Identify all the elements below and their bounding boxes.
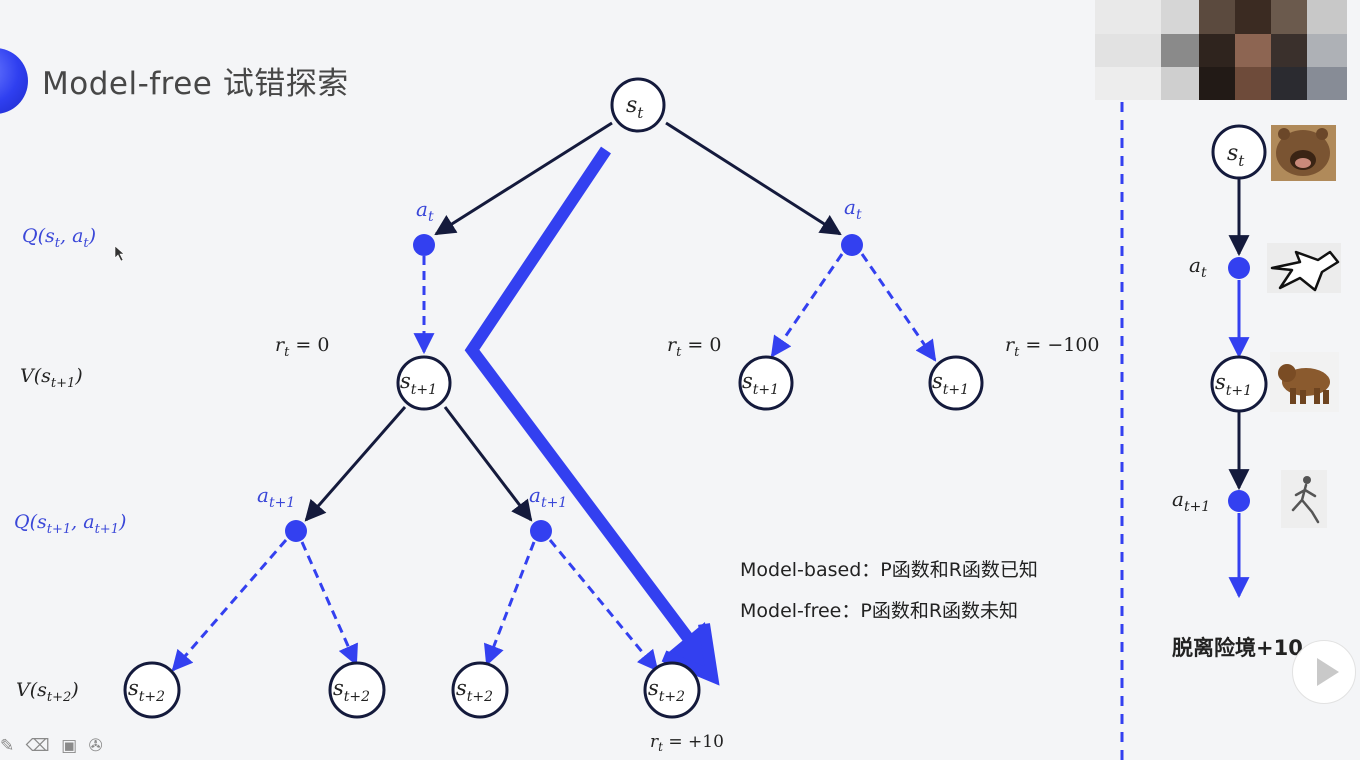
svg-text:V(st+2): V(st+2) bbox=[16, 679, 79, 705]
lbl-v1-close: ) bbox=[74, 365, 82, 387]
lbl-v2-open: V( bbox=[16, 679, 38, 701]
edge-a2right-leaf4 bbox=[548, 539, 659, 672]
lbl-v1-s: s bbox=[41, 365, 51, 387]
bear-walking-icon bbox=[1270, 352, 1339, 412]
edge-a2right-leaf3 bbox=[483, 541, 536, 666]
node-state-mid: st+1 bbox=[738, 355, 794, 411]
lbl-q1-s: s bbox=[45, 225, 55, 247]
side-node-state2: st+1 bbox=[1210, 355, 1268, 413]
side-action2-label: at+1 bbox=[1172, 487, 1210, 515]
node-leaf-1: st+2 bbox=[123, 661, 181, 719]
slide-title: Model-free 试错探索 bbox=[42, 66, 349, 102]
toolbar-icons[interactable]: ✎ ⌫ ▣ ✇ bbox=[0, 736, 106, 756]
lbl-q1-comma: , bbox=[60, 225, 72, 247]
label-v-st1: V(st+1) bbox=[20, 365, 83, 391]
lbl-q2-sub1: t+1 bbox=[47, 522, 71, 537]
bear-roaring-icon bbox=[1271, 125, 1336, 181]
lbl-q2-s: s bbox=[37, 511, 47, 533]
lbl-q1-close: ) bbox=[88, 225, 96, 247]
action2-left-label: at+1 bbox=[257, 483, 295, 511]
lbl-v1-open: V( bbox=[20, 365, 42, 387]
reward-right: rt = −100 bbox=[1005, 334, 1100, 360]
lbl-q1-sub1: t bbox=[55, 236, 61, 251]
action-dot-left bbox=[413, 234, 435, 256]
label-q-st1-at1: Q(st+1, at+1) bbox=[14, 511, 126, 537]
mouse-cursor-icon bbox=[114, 245, 125, 262]
svg-text:st+1: st+1 bbox=[742, 369, 779, 398]
note-model-free: Model-free：P函数和R函数未知 bbox=[740, 600, 1018, 622]
node-state-right: st+1 bbox=[928, 355, 984, 411]
root-s: s bbox=[626, 93, 637, 118]
play-button-icon[interactable] bbox=[1292, 640, 1356, 704]
root-sub: t bbox=[637, 104, 644, 122]
svg-text:V(st+1): V(st+1) bbox=[20, 365, 83, 391]
exploration-path-arrow bbox=[464, 146, 693, 642]
action2-right-label: at+1 bbox=[529, 483, 567, 511]
svg-text:st+1: st+1 bbox=[400, 369, 437, 398]
svg-text:st: st bbox=[626, 93, 644, 122]
exploration-arrowhead bbox=[664, 622, 710, 676]
svg-text:st+2: st+2 bbox=[333, 676, 370, 705]
label-v-st2: V(st+2) bbox=[16, 679, 79, 705]
side-action-dot-1 bbox=[1228, 257, 1250, 279]
action-left-label: at bbox=[416, 197, 434, 225]
lbl-q2-close: ) bbox=[118, 511, 126, 533]
node-leaf-2: st+2 bbox=[328, 661, 386, 719]
action2-dot-right bbox=[530, 520, 552, 542]
side-node-state1: st bbox=[1211, 124, 1267, 180]
side-action1-label: at bbox=[1189, 253, 1207, 281]
lbl-q2-comma: , bbox=[71, 511, 83, 533]
side-title: 脱离险境+10 bbox=[1172, 636, 1303, 660]
svg-text:st+2: st+2 bbox=[456, 676, 493, 705]
node-leaf-3: st+2 bbox=[451, 661, 509, 719]
svg-text:Q(st+1, at+1): Q(st+1, at+1) bbox=[14, 511, 126, 537]
edge-aright-sright bbox=[860, 253, 937, 362]
edge-root-right bbox=[665, 121, 842, 236]
node-root: st bbox=[610, 77, 666, 133]
webcam-overlay bbox=[1095, 0, 1347, 100]
svg-text:Q(st, at): Q(st, at) bbox=[22, 225, 96, 251]
edge-sleft-a2left bbox=[304, 406, 407, 522]
edge-aright-smid bbox=[770, 253, 844, 358]
svg-text:st: st bbox=[1227, 141, 1245, 170]
svg-text:st+1: st+1 bbox=[932, 369, 969, 398]
lbl-q1-a: a bbox=[72, 225, 83, 247]
lbl-q2-open: Q( bbox=[14, 511, 38, 533]
lbl-v2-s: s bbox=[37, 679, 47, 701]
label-q-st-at: Q(st, at) bbox=[22, 225, 96, 251]
reward-mid: rt = 0 bbox=[667, 334, 721, 360]
svg-text:st+2: st+2 bbox=[648, 676, 685, 705]
side-action-dot-2 bbox=[1228, 490, 1250, 512]
svg-text:st+2: st+2 bbox=[128, 676, 165, 705]
edge-a2left-leaf2 bbox=[300, 541, 358, 666]
action-dot-right bbox=[841, 234, 863, 256]
svg-text:st+1: st+1 bbox=[1215, 370, 1252, 399]
node-leaf-4: st+2 bbox=[643, 661, 701, 719]
lbl-q1-open: Q( bbox=[22, 225, 46, 247]
action2-dot-left bbox=[285, 520, 307, 542]
reward-left: rt = 0 bbox=[275, 334, 329, 360]
lbl-v1-sub: t+1 bbox=[51, 376, 75, 391]
reward-leaf: rt = +10 bbox=[650, 732, 724, 754]
node-state-left: st+1 bbox=[396, 355, 452, 411]
lbl-v2-close: ) bbox=[70, 679, 78, 701]
note-model-based: Model-based：P函数和R函数已知 bbox=[740, 559, 1038, 581]
edge-root-left bbox=[434, 121, 613, 236]
running-person-icon bbox=[1281, 470, 1327, 528]
lbl-v2-sub: t+2 bbox=[47, 690, 71, 705]
lbl-q2-a: a bbox=[83, 511, 94, 533]
edge-a2left-leaf1 bbox=[171, 539, 288, 672]
edge-sleft-a2right bbox=[443, 406, 533, 522]
action-right-label: at bbox=[844, 195, 862, 223]
fleeing-figure-icon bbox=[1267, 243, 1341, 293]
lbl-q2-sub2: t+1 bbox=[95, 522, 119, 537]
lbl-q1-sub2: t bbox=[83, 236, 89, 251]
